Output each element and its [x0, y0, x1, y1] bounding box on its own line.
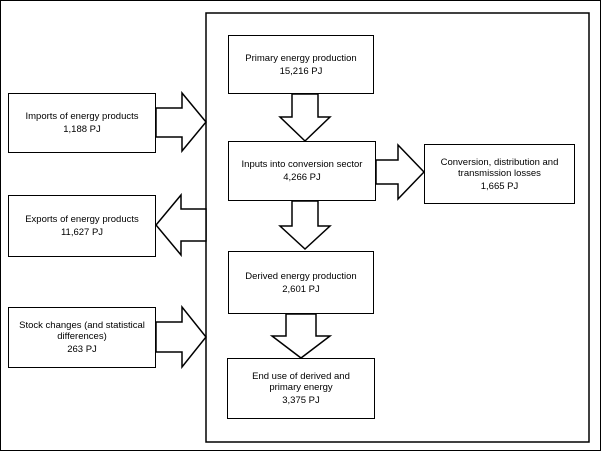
conversion-inputs-box: Inputs into conversion sector 4,266 PJ [228, 141, 376, 201]
derived-production-label: Derived energy production [245, 270, 357, 282]
imports-box: Imports of energy products 1,188 PJ [8, 93, 156, 153]
arrow-exports-out [155, 192, 207, 258]
end-use-box: End use of derived and primary energy 3,… [227, 358, 375, 419]
exports-box: Exports of energy products 11,627 PJ [8, 195, 156, 257]
conversion-inputs-label: Inputs into conversion sector [241, 159, 363, 170]
exports-label: Exports of energy products [25, 214, 139, 225]
conversion-inputs-value: 4,266 PJ [283, 172, 321, 183]
derived-production-value: 2,601 PJ [282, 283, 320, 295]
end-use-label: End use of derived and primary energy [252, 371, 350, 393]
arrow-imports-in [155, 90, 207, 154]
stock-changes-box: Stock changes (and statistical differenc… [8, 307, 156, 368]
arrow-primary-to-conversion [278, 93, 332, 143]
derived-production-box: Derived energy production 2,601 PJ [228, 251, 374, 314]
end-use-value: 3,375 PJ [282, 395, 320, 406]
arrow-conversion-to-derived [278, 200, 332, 251]
arrow-derived-to-end-use [269, 313, 333, 359]
primary-production-value: 15,216 PJ [279, 65, 323, 77]
primary-production-box: Primary energy production 15,216 PJ [228, 35, 374, 94]
imports-label: Imports of energy products [25, 111, 139, 122]
stock-changes-value: 263 PJ [67, 344, 97, 355]
primary-production-label: Primary energy production [245, 52, 357, 64]
imports-value: 1,188 PJ [63, 124, 101, 135]
arrow-stock-in [155, 304, 207, 370]
losses-label: Conversion, distribution and transmissio… [440, 156, 559, 179]
exports-value: 11,627 PJ [60, 227, 104, 238]
stock-changes-label: Stock changes (and statistical differenc… [19, 320, 145, 342]
arrow-conversion-to-losses [375, 143, 426, 201]
losses-value: 1,665 PJ [480, 180, 519, 192]
losses-box: Conversion, distribution and transmissio… [424, 144, 575, 204]
